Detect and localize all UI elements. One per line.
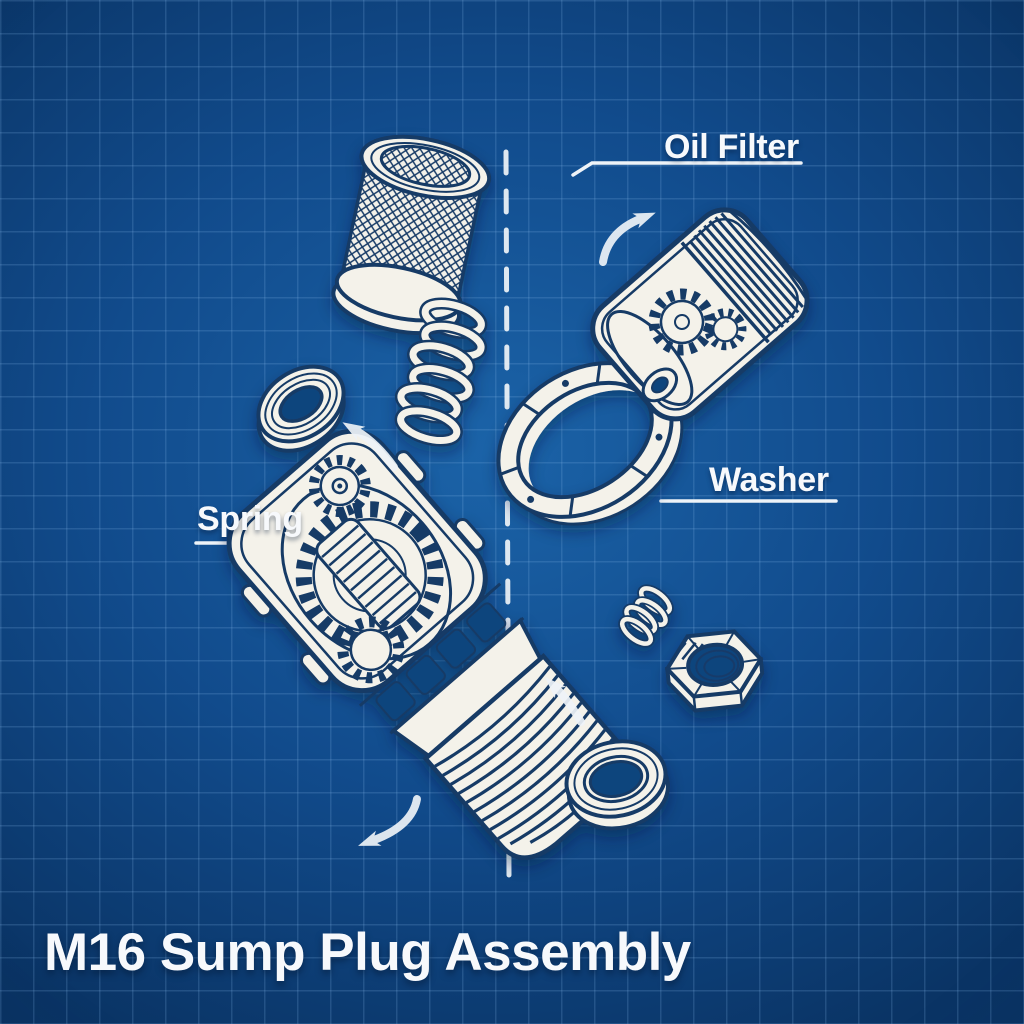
oil-filter-label: Oil Filter bbox=[664, 128, 799, 166]
coil-spring-drawing bbox=[394, 297, 488, 447]
arrow-up-right-oil-filter bbox=[599, 212, 656, 266]
arrow-down-left-threads bbox=[358, 795, 421, 846]
mesh-strainer-drawing bbox=[331, 134, 492, 336]
page-title: M16 Sump Plug Assembly bbox=[44, 923, 691, 982]
oil-filter-leader-line bbox=[571, 161, 803, 177]
parts-layer bbox=[226, 134, 810, 860]
hex-nut-drawing bbox=[664, 629, 765, 713]
o-ring-drawing bbox=[256, 364, 346, 453]
arrow-up-left-hex-nut bbox=[544, 676, 585, 726]
sump-plug-body-drawing bbox=[226, 428, 631, 860]
small-spring-drawing bbox=[618, 584, 674, 648]
flat-washer-drawing bbox=[564, 739, 671, 831]
arrow-up-left-oring bbox=[342, 422, 398, 471]
spring-label: Spring bbox=[197, 500, 303, 538]
washer-label: Washer bbox=[709, 461, 829, 499]
oil-filter-cartridge-drawing bbox=[590, 207, 810, 422]
